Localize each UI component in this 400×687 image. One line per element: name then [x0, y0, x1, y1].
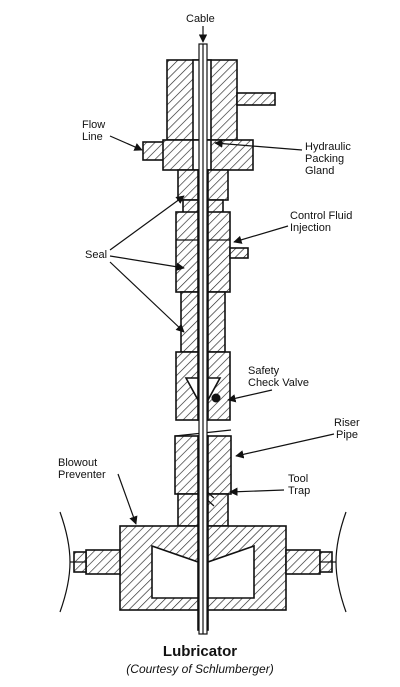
label-blowout-1: Blowout: [58, 457, 97, 469]
caption-source: (Courtesy of Schlumberger): [126, 662, 273, 676]
label-control-2: Injection: [290, 222, 331, 234]
label-control-1: Control Fluid: [290, 210, 352, 222]
label-hydraulic-3: Gland: [305, 165, 334, 177]
label-flow-line-1: Flow: [82, 119, 105, 131]
label-safety-2: Check Valve: [248, 377, 309, 389]
caption-title: Lubricator: [163, 643, 237, 660]
label-hydraulic-1: Hydraulic: [305, 141, 351, 153]
label-riser-1: Riser: [334, 417, 360, 429]
label-tool-2: Trap: [288, 485, 310, 497]
hydraulic-packing-gland-head: [166, 59, 276, 141]
label-blowout-2: Preventer: [58, 469, 106, 481]
label-seal: Seal: [85, 249, 107, 261]
label-hydraulic-2: Packing: [305, 153, 344, 165]
label-safety-1: Safety: [248, 365, 280, 377]
label-flow-line-2: Line: [82, 131, 103, 143]
control-fluid-injection-section: [175, 211, 249, 293]
label-tool-1: Tool: [288, 473, 308, 485]
label-cable: Cable: [186, 13, 215, 25]
cable: [198, 43, 208, 635]
label-riser-2: Pipe: [336, 429, 358, 441]
check-valve-ball: [211, 393, 221, 403]
